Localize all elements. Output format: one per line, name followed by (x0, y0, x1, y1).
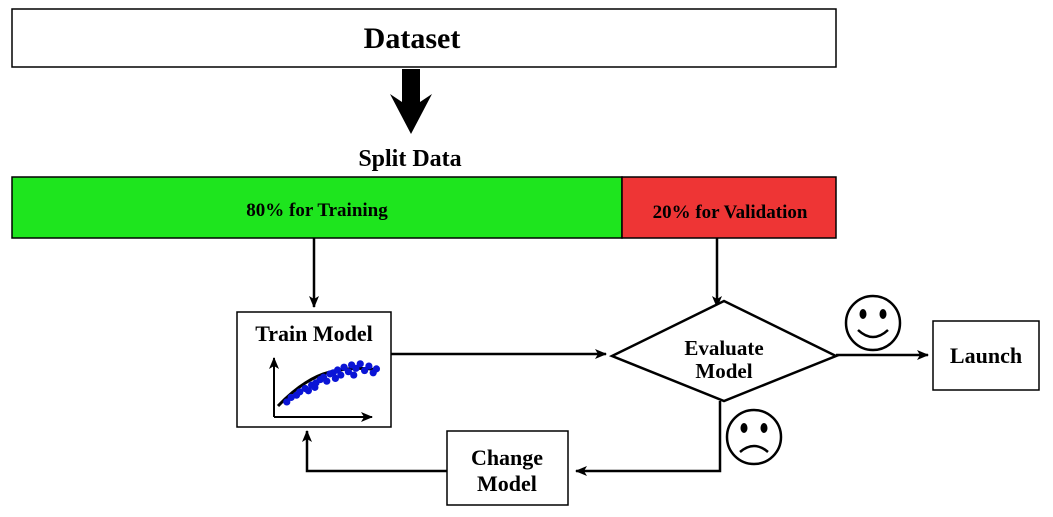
training-segment (11, 176, 623, 239)
train-model-label: Train Model (255, 321, 373, 346)
scatter-point (365, 362, 373, 370)
dataset-box: Dataset (11, 8, 837, 68)
scatter-point (340, 363, 348, 371)
scatter-point (372, 365, 381, 373)
scatter-point (296, 388, 304, 396)
training-segment-label: 80% for Training (246, 200, 388, 221)
scatter-point (337, 371, 345, 379)
scatter-point (331, 374, 339, 382)
split-down-arrow-icon (390, 69, 432, 134)
change-model-line1: Change (471, 445, 543, 470)
evaluate-model-diamond: Evaluate Model (608, 299, 840, 403)
launch-box: Launch (932, 320, 1040, 391)
scatter-point (350, 371, 358, 379)
change-model-box: Change Model (446, 430, 569, 506)
happy-face-icon (844, 294, 902, 352)
scatter-point (356, 360, 364, 368)
scatter-point (344, 368, 352, 376)
evaluate-line1: Evaluate (684, 336, 763, 360)
split-data-label: Split Data (358, 146, 461, 172)
change-model-line2: Model (477, 471, 537, 496)
launch-label: Launch (950, 343, 1022, 368)
scatter-point (283, 398, 291, 406)
scatter-point (360, 366, 369, 375)
evaluate-line2: Model (695, 359, 752, 383)
scatter-point (323, 377, 331, 385)
scatter-point (311, 383, 319, 391)
evaluate-to-change-arrow (575, 401, 722, 476)
scatter-point (352, 364, 360, 372)
scatter-point (304, 387, 312, 395)
scatter-point (287, 393, 295, 402)
validation-segment-label: 20% for Validation (653, 202, 808, 223)
change-to-train-arrow (302, 430, 447, 473)
validation-segment (621, 176, 837, 239)
train-model-plot (269, 357, 381, 422)
split-bar: 80% for Training 20% for Validation (11, 176, 837, 239)
dataset-label: Dataset (364, 22, 461, 55)
plot-scatter-points (283, 360, 381, 406)
train-model-box: Train Model (236, 311, 392, 428)
sad-face-icon (725, 408, 783, 466)
